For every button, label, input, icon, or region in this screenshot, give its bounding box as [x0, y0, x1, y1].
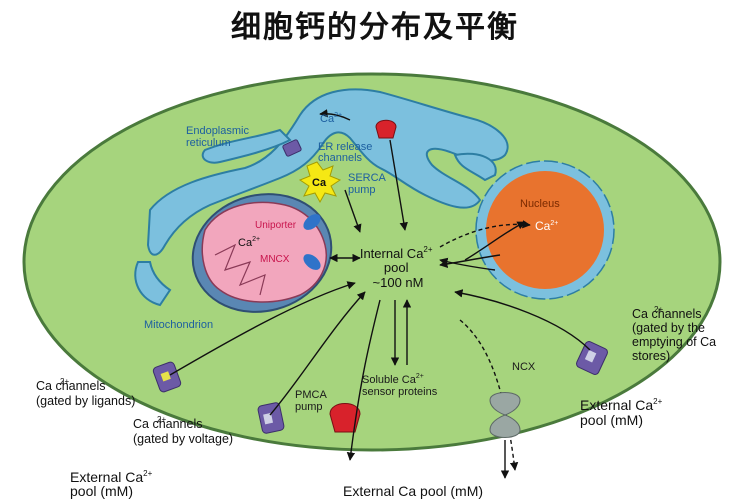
store-channels-label: Ca channels (gated by the emptying of Ca… [632, 307, 720, 363]
serca-ca-starburst-icon [298, 161, 342, 204]
mitochondrion-label: Mitochondrion [144, 319, 213, 331]
serca-channel-icon [282, 139, 302, 157]
external-arrows [169, 281, 591, 479]
mitochondrion [191, 193, 333, 313]
ligand-channel-icon [152, 361, 182, 393]
voltage-channel-icon [257, 402, 285, 434]
ncx-label: NCX [512, 361, 536, 373]
external-pool-right-label: External Ca2+ pool (mM) [580, 391, 666, 428]
external-pool-bottom-label: External Ca pool (mM) [343, 483, 483, 499]
uniporter-label: Uniporter [255, 220, 297, 231]
store-operated-channel-icon [576, 341, 608, 375]
voltage-ca-sup: 2+ [157, 415, 166, 424]
external-pool-left-label: External Ca2+ pool (mM) [70, 463, 156, 499]
soluble-sensor-label: Soluble Ca2+ sensor proteins [362, 369, 438, 398]
ncx-exchanger-icon [489, 392, 521, 438]
serca-ca-label: Ca [312, 177, 327, 189]
ligand-ca-sup: 2+ [60, 377, 69, 386]
voltage-channels-label: Ca channels (gated by voltage) [133, 417, 233, 446]
pmca-pump-icon [329, 403, 361, 433]
er-ca-label: Ca2+ [320, 112, 342, 125]
ligand-channels-label: Ca channels (gated by ligands) [36, 379, 135, 408]
mito-ca-label: Ca2+ [238, 236, 260, 249]
endoplasmic-reticulum [134, 88, 509, 307]
nucleus-label: Nucleus [520, 198, 560, 210]
page-title: 细胞钙的分布及平衡 [231, 10, 519, 45]
mncx-label: MNCX [260, 254, 290, 265]
dashed-arrows [439, 220, 531, 471]
internal-pool-label: Internal Ca2+ pool ~100 nM [360, 240, 436, 290]
internal-arrows [319, 109, 526, 366]
store-ca-sup: 2+ [654, 305, 663, 314]
nucleus-ca-label: Ca2+ [535, 219, 558, 233]
er-release-channel-icon [375, 119, 397, 139]
